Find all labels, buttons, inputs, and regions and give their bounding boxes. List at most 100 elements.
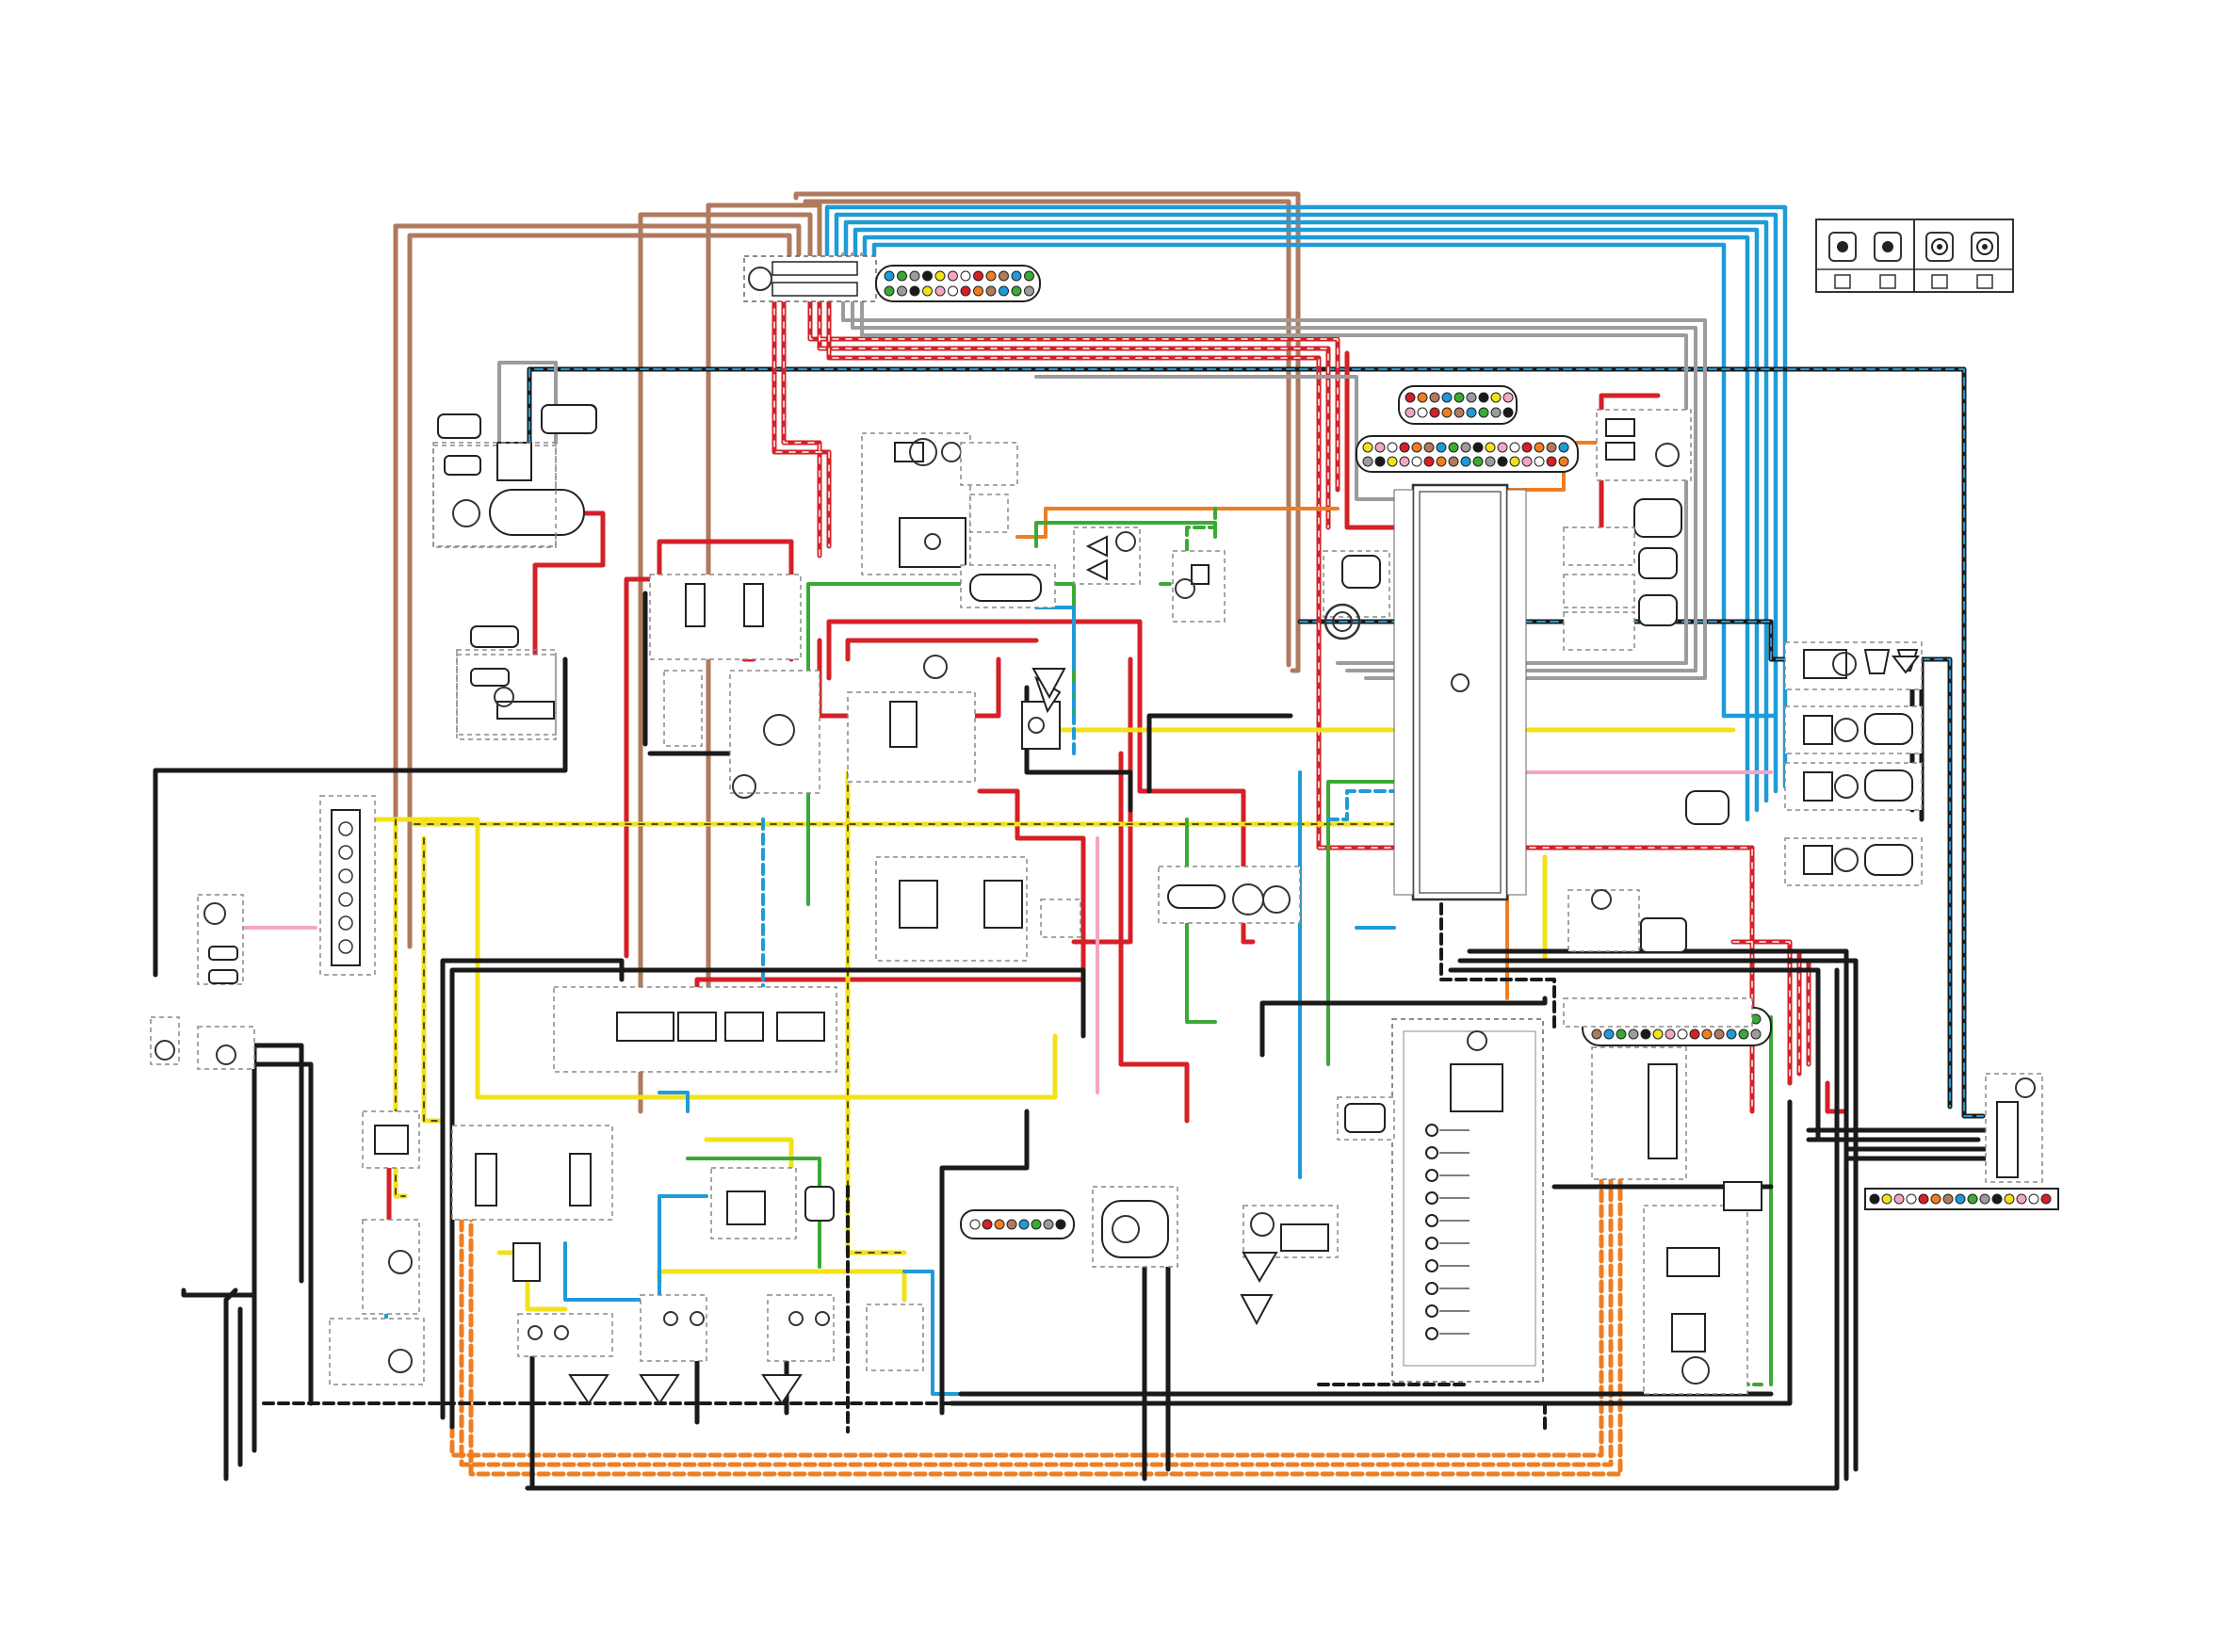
connector-pin [1448,456,1459,467]
signal-lamp-group [451,1125,613,1282]
connector-top-left [432,404,597,547]
pin-connector-bottom-center [960,1209,1075,1239]
connector-pin [1478,392,1489,403]
triangle-indicator-group [568,656,1921,1405]
meter-indicator-lamp [1425,1304,1438,1318]
legend-connector-female-1 [1925,232,1954,289]
ecu-unit [1393,483,1527,901]
connector-pin [1448,442,1459,453]
connector-pin [1521,456,1533,467]
connector-pin [1024,270,1034,282]
connector-pin [1893,1193,1905,1205]
relay-column-right [1563,997,1753,1180]
relay-top-left [456,625,557,740]
connector-pin [1441,392,1453,403]
connector-pin [1979,1193,1990,1205]
connector-pin [1460,442,1471,453]
pin-connector-top-right-a [1398,385,1518,425]
fuel-pump [1323,550,1390,640]
legend-panel [1815,219,2014,293]
sensor-connector-right-2 [1784,705,1923,754]
connector-pin [1006,1219,1017,1230]
connector-pin [1011,285,1022,297]
connector-pin [2016,1193,2027,1205]
connector-pin [1665,1028,1676,1040]
connector-pin [985,270,997,282]
connector-pin [1436,442,1447,453]
starter-relay-center-bottom [710,1167,835,1239]
relay-center-left [847,655,976,783]
connector-pin [1546,442,1557,453]
connector-pin [884,285,895,297]
connector-pin [1497,456,1508,467]
connector-pin [1429,407,1440,418]
connector-pin [1055,1219,1066,1230]
connector-pin [1652,1028,1664,1040]
meter-indicator-lamp [1425,1146,1438,1159]
sensor-round-center [1158,866,1301,924]
connector-pin [1558,456,1569,467]
connector-pin [1509,456,1520,467]
connector-pin [1991,1193,2003,1205]
connector-pin [1423,456,1435,467]
connector-pin [999,285,1009,297]
connector-pin [1521,442,1533,453]
connector-pin [1454,392,1465,403]
connector-pin [1478,407,1489,418]
connector-pin [985,285,997,297]
connector-pin [1967,1193,1978,1205]
relay-pair-center [875,856,1081,962]
connector-pin [1018,1219,1030,1230]
horn-bottom-left [329,1219,425,1385]
connector-pin [1603,1028,1615,1040]
wire-black-blue-dash-overlay [528,368,1984,1117]
connector-pin [960,270,971,282]
legend-connector-male-2 [1874,232,1902,289]
connector-pin [922,270,933,282]
connector-pin [1677,1028,1688,1040]
connector-pin [1399,442,1410,453]
connector-pin [1534,442,1545,453]
connector-pin [1738,1028,1749,1040]
speed-sensor [1242,1205,1339,1258]
connector-pin [1726,1028,1737,1040]
meter-indicator-lamp [1425,1327,1438,1340]
connector-pin [1362,442,1373,453]
connector-pin [1436,456,1447,467]
connector-pin [1490,407,1502,418]
wire-red-dashed-overlay [773,282,1810,1112]
sensor-top-center-right [960,442,1056,608]
switch-block-right-middle [1567,790,1730,953]
meter-indicator-lamp [1425,1124,1438,1137]
connector-pin [1024,285,1034,297]
connector-pin [1441,407,1453,418]
connector-pin [982,1219,993,1230]
sensor-top-far [1172,550,1226,623]
wire-black-dashed [262,902,1556,1433]
connector-pin [1881,1193,1892,1205]
meter-indicator-lamp [1425,1282,1438,1295]
connector-pin [1640,1028,1651,1040]
sensor-far-left-small [150,1016,255,1070]
pin-connector-top-right-b [1356,435,1579,473]
connector-pin [1031,1219,1042,1230]
fuse-box-top-center [649,574,820,799]
connector-pin [1362,456,1373,467]
connector-pin [2040,1193,2052,1205]
connector-pin [1534,456,1545,467]
connector-pin [1417,407,1428,418]
connector-pin [948,270,958,282]
meter-indicator-lamp [1425,1237,1438,1250]
relay-left-lower [362,1110,420,1169]
connector-pin [1616,1028,1627,1040]
connector-pin [1918,1193,1929,1205]
meter-indicator-lamp [1425,1214,1438,1227]
connector-pin [1485,456,1496,467]
meter-indicator-lamp [1425,1191,1438,1205]
main-harness-connector-top [743,255,877,302]
relay-group-left [456,654,557,736]
wire-pink [243,770,1773,1094]
connector-pin [1930,1193,1941,1205]
connector-pin [934,270,946,282]
